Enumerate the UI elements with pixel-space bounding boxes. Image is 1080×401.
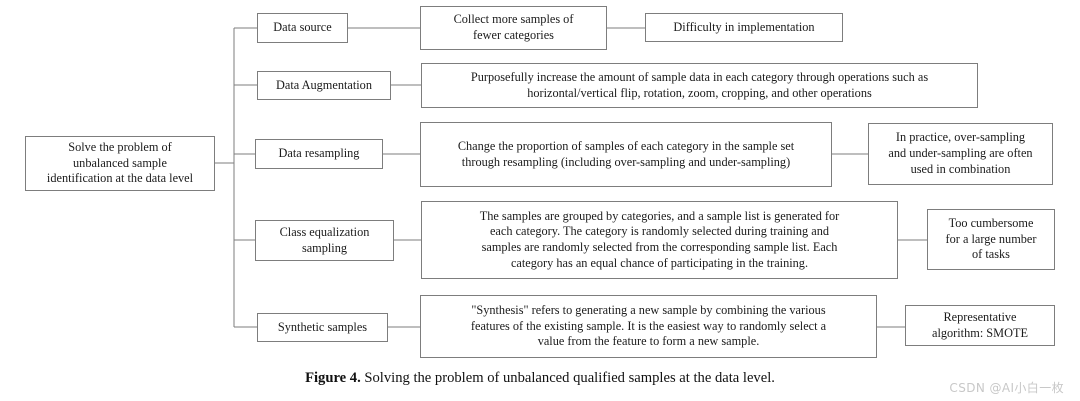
node-synthetic-samples-note: Representative algorithm: SMOTE: [905, 305, 1055, 346]
figure-caption-label: Figure 4.: [305, 370, 361, 386]
watermark: CSDN @AI小白一枚: [949, 381, 1064, 395]
node-synthetic-samples-description: "Synthesis" refers to generating a new s…: [420, 295, 877, 358]
node-class-equalization-sampling-description: The samples are grouped by categories, a…: [421, 201, 898, 279]
node-data-source-label: Data source: [257, 13, 348, 43]
node-data-resampling-description: Change the proportion of samples of each…: [420, 122, 832, 187]
figure-caption-text: Solving the problem of unbalanced qualif…: [360, 370, 775, 386]
node-data-source-description: Collect more samples of fewer categories: [420, 6, 607, 50]
node-data-resampling-note: In practice, over-sampling and under-sam…: [868, 123, 1053, 185]
node-data-augmentation-label: Data Augmentation: [257, 71, 391, 100]
node-root: Solve the problem of unbalanced sample i…: [25, 136, 215, 191]
node-data-source-note: Difficulty in implementation: [645, 13, 843, 42]
node-class-equalization-sampling-note: Too cumbersome for a large number of tas…: [927, 209, 1055, 270]
figure-caption: Figure 4. Solving the problem of unbalan…: [0, 370, 1080, 387]
node-class-equalization-sampling-label: Class equalization sampling: [255, 220, 394, 261]
node-data-resampling-label: Data resampling: [255, 139, 383, 169]
node-synthetic-samples-label: Synthetic samples: [257, 313, 388, 342]
node-data-augmentation-description: Purposefully increase the amount of samp…: [421, 63, 978, 108]
